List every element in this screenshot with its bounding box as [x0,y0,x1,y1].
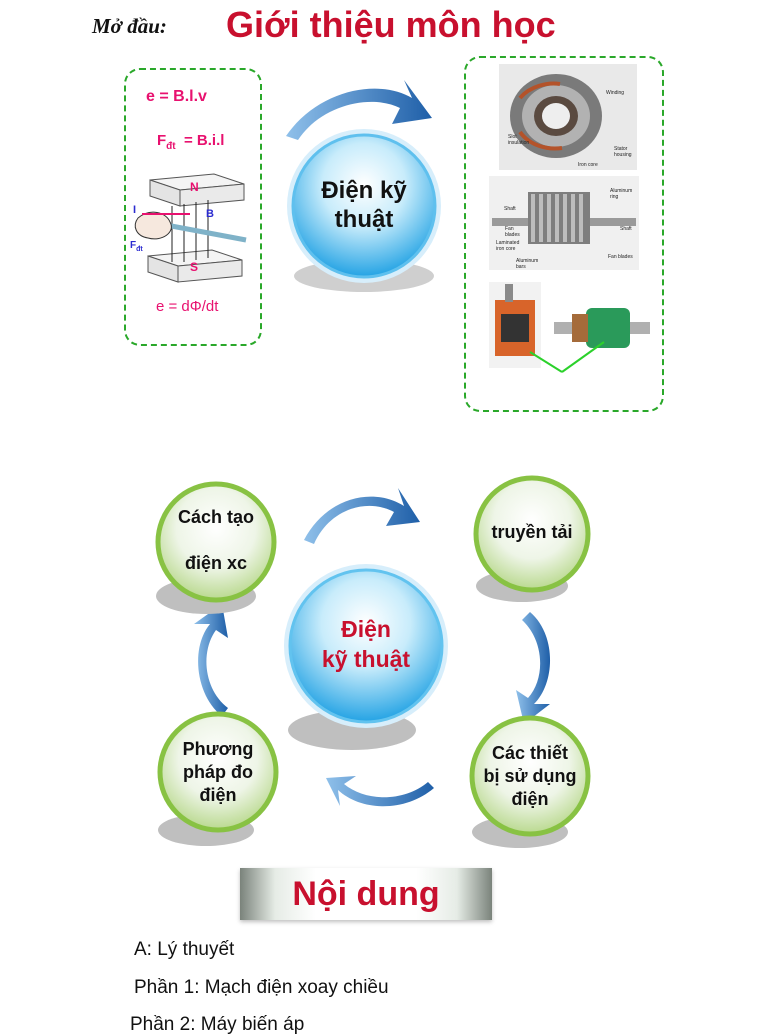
cycle-arrow-right [516,612,551,724]
node-measurement [157,711,279,846]
stator-photo [499,64,637,170]
rotor-label-shaft-left: Shaft [504,206,516,212]
top-orb-line2: thuật [334,206,394,233]
outline-item-part2: Phần 2: Máy biến áp [130,1014,305,1035]
page-title: Giới thiệu môn học [226,4,556,45]
top-orb-line1: Điện kỹ [321,177,407,204]
formula-box [124,68,262,346]
diagram-force-subscript: đt [136,246,143,253]
motor-photos [489,282,650,373]
diagram-b-label: B [206,208,214,220]
node-transmission-label: truyền tải [491,522,573,542]
formula-faraday: e = dΦ/dt [156,298,219,315]
section-title: Nội dung [292,875,440,913]
magnetic-field-diagram [134,173,247,283]
formula-force-symbol: F [157,132,167,149]
node-devices-label: Các thiết bị sử dụng điện [474,742,586,811]
node-measurement-line3: điện [199,785,237,805]
rotor-label-core: Laminated iron core [496,240,520,252]
stator-label-housing: Stator housing [614,146,632,158]
section-banner [240,868,492,920]
node-generation-line1: Cách tạo [177,507,255,527]
stator-label-winding: Winding [606,90,625,96]
rotor-photo [489,176,639,270]
formula-emf: e = B.l.v [146,88,207,105]
node-measurement-line1: Phương [182,739,254,759]
formula-force: Fđt = B.i.l [157,132,224,152]
node-generation [155,481,277,614]
formula-force-subscript: đt [166,141,176,152]
node-generation-line2: điện xc [184,553,248,573]
diagram-south-label: S [190,260,199,274]
node-devices [469,715,591,848]
rotor-label-bars: Aluminum bars [516,258,539,270]
cycle-arrow-top [304,488,420,544]
cycle-center-line1: Điện [341,616,391,642]
diagram-current-label: I [133,204,137,216]
cycle-center-label: Điện kỹ thuật [296,614,436,674]
formula-force-rhs: = B.i.l [183,132,225,149]
cycle-center-orb [284,564,448,750]
node-devices-line3: điện [511,789,549,809]
node-measurement-label: Phương pháp đo điện [162,738,274,807]
diagram-north-label: N [190,180,199,194]
node-measurement-line2: pháp đo [183,762,253,782]
intro-label: Mở đầu: [92,14,167,38]
node-transmission [473,475,591,602]
outline-item-theory: A: Lý thuyết [134,939,235,960]
outline-item-part1: Phần 1: Mạch điện xoay chiều [134,977,389,998]
top-orb-label: Điện kỹ thuật [294,176,434,234]
cycle-arrow-left [194,604,228,716]
top-curved-arrow [286,80,432,140]
top-center-orb [287,129,441,292]
diagram-force-label: Fđt [130,240,143,253]
node-devices-line1: Các thiết [491,743,569,763]
rotor-label-fan-left: Fan blades [505,226,520,238]
photo-box [464,56,664,412]
rotor-label-fan-right: Fan blades [608,254,633,260]
diagram-force-symbol: F [130,240,137,251]
stator-label-core: Iron core [578,162,598,168]
node-generation-label: Cách tạo điện xc [160,506,272,575]
cycle-arrow-bottom [326,776,434,807]
cycle-center-line2: kỹ thuật [321,646,411,672]
rotor-label-shaft-right: Shaft [620,226,632,232]
stator-label-slot: Slot insulation [508,134,530,146]
rotor-label-ring: Aluminum ring [610,188,633,200]
node-devices-line2: bị sử dụng [483,766,577,786]
